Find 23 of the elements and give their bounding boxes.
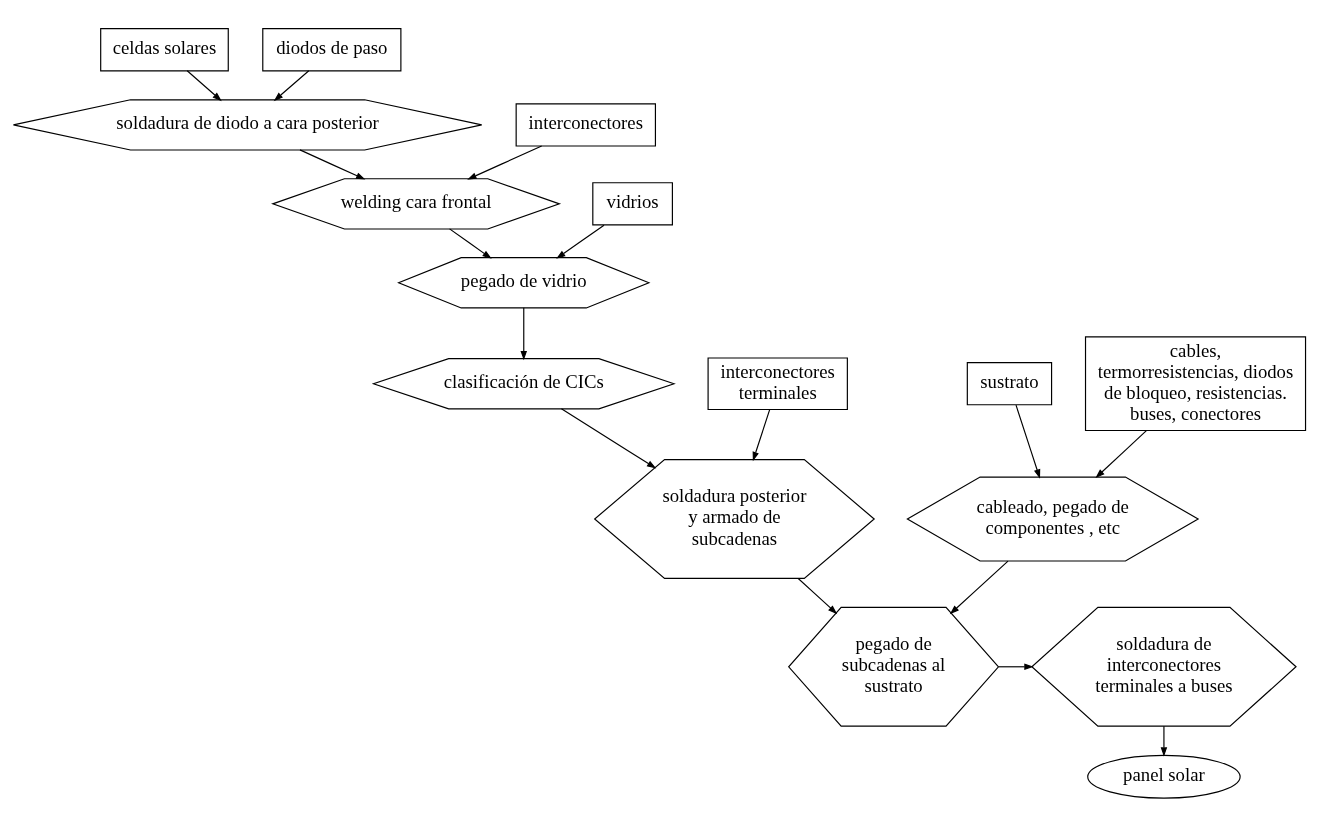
arrow <box>752 408 771 461</box>
node-box: cables, termorresistencias, diodos de bloqueo, resistencias. buses, conectores <box>1084 335 1307 431</box>
node-box: diodos de paso <box>262 27 402 71</box>
arrow <box>186 69 222 101</box>
arrow <box>556 224 605 259</box>
node-box: celdas solares <box>100 27 229 71</box>
arrow <box>560 407 657 469</box>
arrow <box>449 227 492 259</box>
arrow <box>949 560 1009 614</box>
arrow <box>273 69 310 101</box>
arrow <box>998 663 1034 670</box>
node-box: sustrato <box>966 361 1053 405</box>
arrow <box>1015 404 1041 479</box>
node-ellipse: panel solar <box>1087 754 1241 799</box>
arrow <box>299 148 366 180</box>
arrow <box>520 306 528 360</box>
arrow <box>1095 429 1147 478</box>
arrow <box>797 577 838 614</box>
arrow <box>1160 725 1168 757</box>
node-box: interconectores terminales <box>707 356 848 410</box>
arrow <box>467 144 543 180</box>
node-box: vidrios <box>592 181 673 225</box>
node-box: interconectores <box>515 102 656 147</box>
